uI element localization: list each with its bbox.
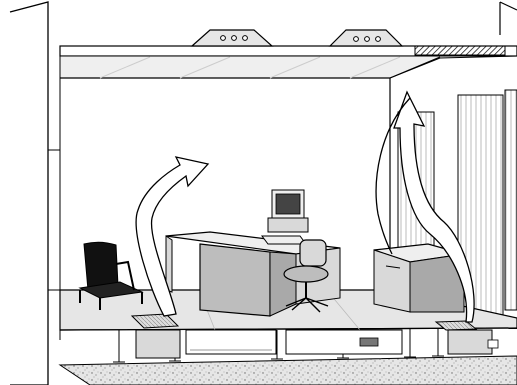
right-wall [500, 2, 517, 35]
ceiling-diffuser-left [192, 30, 272, 46]
ceiling-diffuser-right [330, 30, 402, 46]
floor-pedestal [404, 329, 416, 357]
floor-pedestal [432, 329, 444, 356]
concrete-slab [60, 356, 517, 385]
underfloor-unit-right [286, 330, 402, 354]
left-wall [10, 2, 60, 385]
underfloor-unit-center [186, 330, 276, 354]
computer-workstation [262, 190, 308, 244]
ceiling-slab [60, 46, 517, 56]
underfloor-unit-left [136, 330, 180, 358]
suspended-ceiling [60, 56, 517, 78]
floor-pedestal [113, 330, 125, 362]
underfloor-unit-far-right [448, 330, 498, 354]
